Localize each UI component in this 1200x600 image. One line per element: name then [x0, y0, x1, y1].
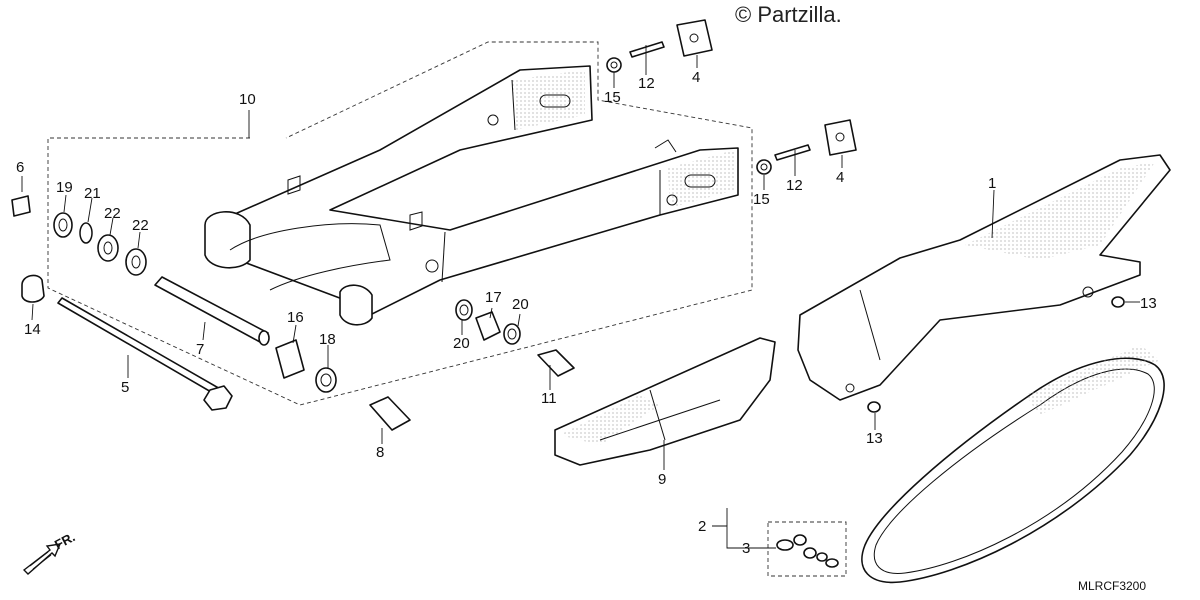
callout-10[interactable]: 10: [239, 91, 256, 108]
callout-4a[interactable]: 4: [692, 69, 701, 86]
adjuster-bolt-12b[interactable]: [774, 144, 811, 161]
callout-6[interactable]: 6: [16, 159, 25, 176]
pivot-collar[interactable]: [154, 276, 270, 346]
callout-22a[interactable]: 22: [104, 205, 121, 222]
callout-19[interactable]: 19: [56, 179, 73, 196]
callout-7[interactable]: 7: [196, 341, 205, 358]
callout-8[interactable]: 8: [376, 444, 385, 461]
callout-15b[interactable]: 15: [753, 191, 770, 208]
chain-slider[interactable]: [554, 337, 776, 466]
diagram-code: MLRCF3200: [1078, 579, 1147, 593]
chain-case[interactable]: [797, 154, 1171, 401]
callout-3[interactable]: 3: [742, 540, 751, 557]
screw-13b[interactable]: [867, 401, 881, 413]
callout-4b[interactable]: 4: [836, 169, 845, 186]
nut-15a[interactable]: [606, 57, 622, 73]
cap-14[interactable]: [21, 274, 45, 303]
collar-8[interactable]: [369, 396, 411, 431]
callout-21[interactable]: 21: [84, 185, 101, 202]
callout-20b[interactable]: 20: [512, 296, 529, 313]
callout-13a[interactable]: 13: [1140, 295, 1157, 312]
adjuster-plate-4a[interactable]: [676, 19, 713, 57]
callout-15a[interactable]: 15: [604, 89, 621, 106]
callout-5[interactable]: 5: [121, 379, 130, 396]
seal-20b[interactable]: [503, 323, 521, 345]
callout-1[interactable]: 1: [988, 175, 997, 192]
leader-lines: [21, 45, 1140, 549]
screw-13a[interactable]: [1111, 296, 1125, 308]
adjuster-plate-4b[interactable]: [824, 119, 857, 156]
callout-13b[interactable]: 13: [866, 430, 883, 447]
front-direction-arrow: [22, 543, 62, 575]
callout-12a[interactable]: 12: [638, 75, 655, 92]
needle-bearing-16[interactable]: [275, 339, 305, 379]
callout-14[interactable]: 14: [24, 321, 41, 338]
bearing-22b[interactable]: [125, 248, 147, 276]
pivot-bolt[interactable]: [57, 297, 233, 411]
callout-9[interactable]: 9: [658, 471, 667, 488]
chain-joint-outline: [767, 521, 847, 577]
callout-18[interactable]: 18: [319, 331, 336, 348]
callout-17[interactable]: 17: [485, 289, 502, 306]
seal-20a[interactable]: [455, 299, 473, 321]
callout-11[interactable]: 11: [541, 390, 557, 407]
dust-seal-19[interactable]: [53, 212, 73, 238]
callout-2[interactable]: 2: [698, 518, 707, 535]
nut-15b[interactable]: [756, 159, 772, 175]
bearing-17[interactable]: [475, 311, 501, 341]
cap-6[interactable]: [11, 195, 31, 217]
seal-18[interactable]: [315, 367, 337, 393]
snap-ring-21[interactable]: [79, 222, 93, 244]
callout-20a[interactable]: 20: [453, 335, 470, 352]
collar-11[interactable]: [537, 349, 575, 377]
callout-22b[interactable]: 22: [132, 217, 149, 234]
swingarm-group-outline: [47, 41, 753, 406]
copyright-watermark: © Partzilla.: [735, 2, 842, 27]
callout-12b[interactable]: 12: [786, 177, 803, 194]
chain-joint[interactable]: [776, 534, 839, 568]
adjuster-bolt-12a[interactable]: [629, 41, 665, 58]
drive-chain[interactable]: [861, 345, 1165, 584]
bearing-22a[interactable]: [97, 234, 119, 262]
callout-16[interactable]: 16: [287, 309, 304, 326]
swingarm[interactable]: [204, 65, 739, 326]
